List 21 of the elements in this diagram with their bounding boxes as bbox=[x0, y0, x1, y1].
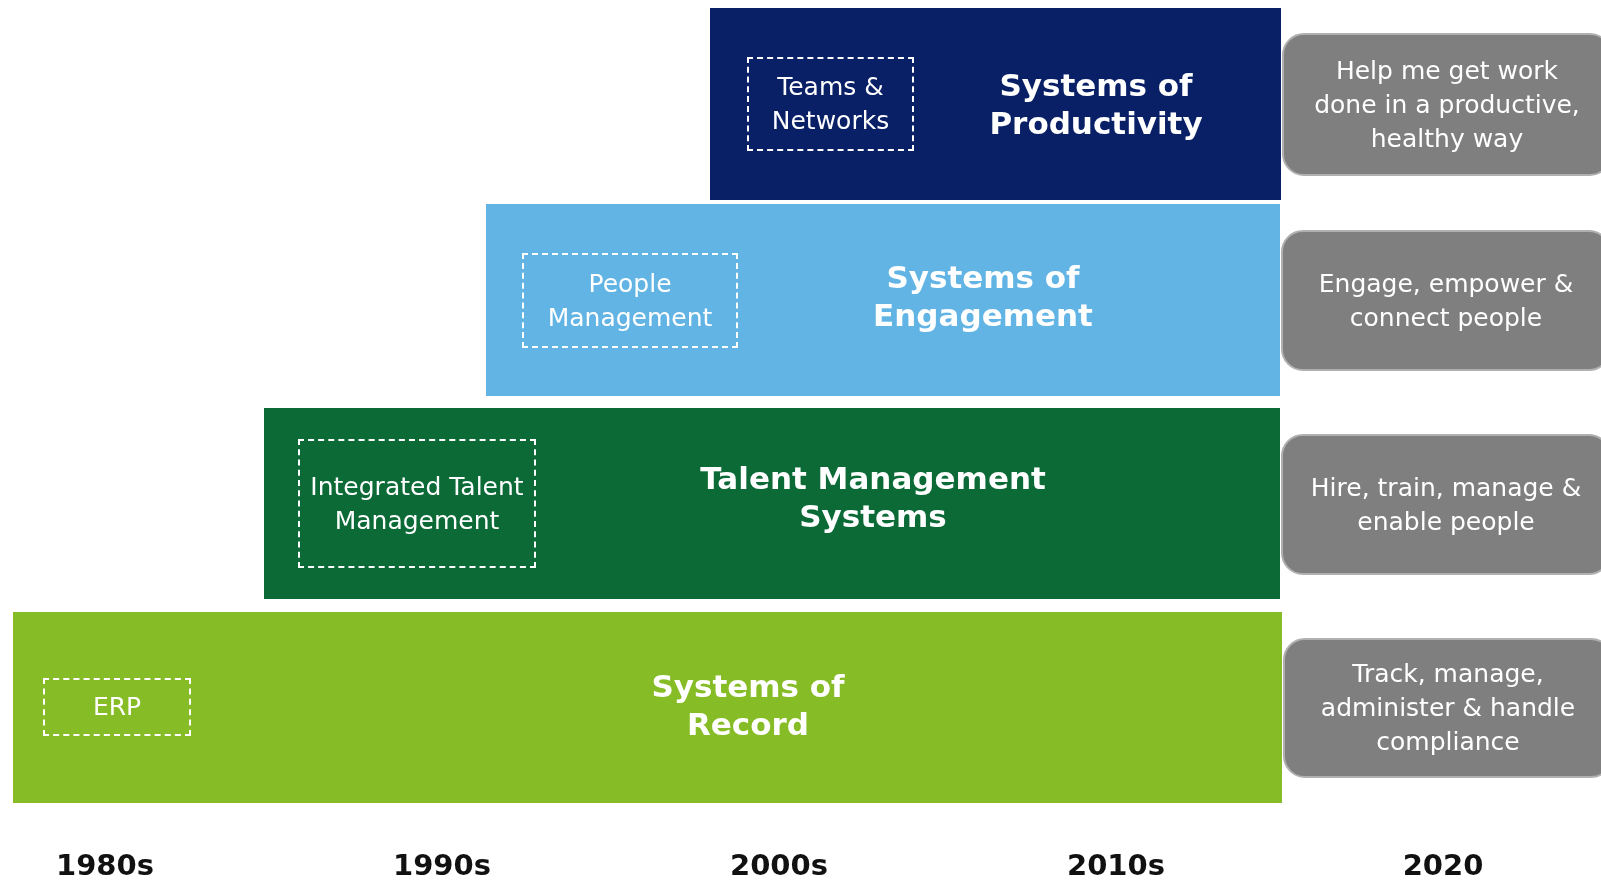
decade-label: 1980s bbox=[56, 848, 154, 882]
band-heading: Systems of Engagement bbox=[872, 258, 1094, 334]
goal-box: Help me get work done in a productive, healthy way bbox=[1282, 33, 1601, 176]
decade-label: 2020 bbox=[1402, 848, 1484, 882]
band-heading: Systems of Productivity bbox=[988, 66, 1204, 142]
band-heading: Talent Management Systems bbox=[699, 459, 1047, 535]
band-heading: Systems of Record bbox=[650, 667, 846, 743]
decade-label: 2010s bbox=[1067, 848, 1165, 882]
timeline-band bbox=[486, 204, 1280, 396]
timeline-band bbox=[13, 612, 1282, 803]
timeline-band bbox=[710, 8, 1281, 200]
dashed-box: People Management bbox=[522, 253, 738, 348]
dashed-box: Integrated Talent Management bbox=[298, 439, 536, 568]
dashed-box: Teams & Networks bbox=[747, 57, 914, 151]
decade-label: 1990s bbox=[393, 848, 491, 882]
goal-box: Track, manage, administer & handle compliance bbox=[1283, 638, 1601, 778]
goal-box: Engage, empower & connect people bbox=[1281, 230, 1601, 371]
goal-box: Hire, train, manage & enable people bbox=[1281, 434, 1601, 575]
dashed-box: ERP bbox=[43, 678, 191, 736]
timeline-band bbox=[264, 408, 1280, 599]
decade-label: 2000s bbox=[730, 848, 828, 882]
